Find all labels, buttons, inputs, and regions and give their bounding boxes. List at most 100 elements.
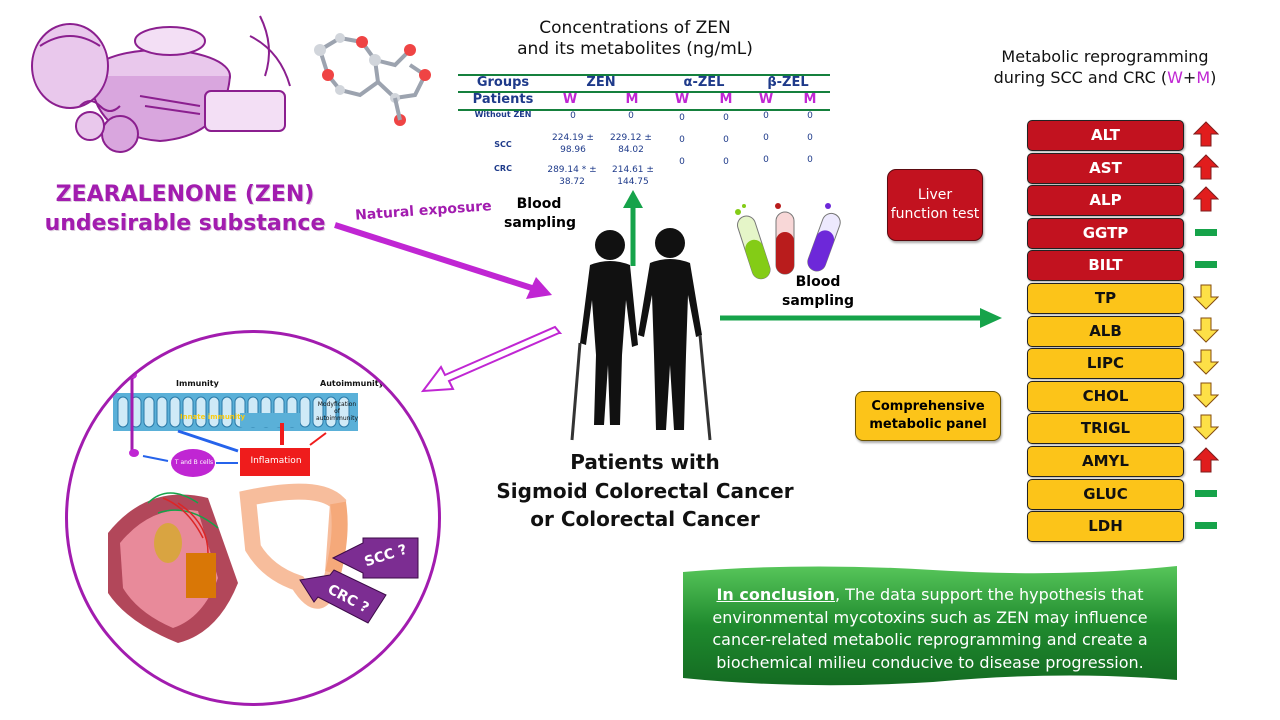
zen-title-line2: undesirable substance [44, 211, 326, 236]
parameter-lipc: LIPC [1027, 348, 1184, 380]
hollow-arrow-icon [420, 325, 563, 393]
immunity-label: Immunity [176, 379, 219, 388]
cell-azel-m: 0 [723, 113, 729, 123]
metabolic-title-prefix: during SCC and CRC ( [993, 68, 1168, 87]
conclusion-banner [683, 566, 1177, 686]
parameter-alt: ALT [1027, 120, 1184, 151]
conclusion-heading: In conclusion [716, 585, 835, 604]
unchanged-dash-icon [1195, 261, 1217, 269]
conclusion-text: In conclusion, The data support the hypo… [692, 584, 1168, 674]
innate-immunity-label: Innate immunity [180, 413, 246, 421]
header-groups: Groups [476, 75, 530, 90]
header-zen-m: M [625, 92, 639, 107]
cell-bzel-m: 0 [807, 111, 813, 121]
parameter-tp: TP [1027, 283, 1184, 314]
down-arrow-icon [1193, 284, 1219, 310]
parameter-alb: ALB [1027, 315, 1184, 347]
table-subheader-row: Patients W M W M W M [458, 92, 836, 110]
modification-autoimmunity-label: Modyfication of autoimmunity [315, 401, 359, 422]
down-arrow-icon [1193, 317, 1219, 343]
liver-function-test-box: Liver function test [887, 169, 983, 241]
concentrations-title-line1: Concentrations of ZEN [539, 18, 731, 38]
cell-bzel-m: 0 [807, 155, 813, 165]
parameter-bilt: BILT [1027, 250, 1184, 282]
down-arrow-icon [1193, 382, 1219, 408]
down-arrow-icon [1193, 349, 1219, 375]
inflammation-label: Inflamation [250, 456, 302, 466]
zen-title-line1: ZEARALENONE (ZEN) [55, 182, 315, 207]
cell-zen-m: 214.61 ± 144.75 [612, 165, 654, 187]
cell-azel-m: 0 [723, 157, 729, 167]
patients-line3: or Colorectal Cancer [530, 507, 760, 531]
cell-zen-w: 289.14 * ± 38.72 [547, 165, 597, 187]
header-zen-w: W [562, 92, 578, 107]
blood-sampling-label-1: Blood sampling [504, 196, 576, 231]
metabolic-title-suffix: ) [1210, 68, 1217, 87]
metabolic-title-line2: during SCC and CRC (W+M) [965, 67, 1245, 88]
metabolic-title-plus: + [1182, 68, 1197, 87]
row-group: CRC [494, 164, 512, 173]
parameter-ggtp: GGTP [1027, 217, 1184, 249]
comprehensive-metabolic-panel-box: Comprehensive metabolic panel [855, 391, 1001, 441]
table-row: CRC 289.14 * ± 38.72 214.61 ± 144.75 0 0… [458, 155, 836, 192]
concentrations-title-line2: and its metabolites (ng/mL) [517, 39, 753, 59]
concentrations-table: Groups ZEN α-ZEL β-ZEL Patients W M W M … [458, 74, 836, 187]
header-azel-w: W [674, 92, 690, 107]
up-arrow-icon [1193, 153, 1219, 180]
parameter-alp: ALP [1027, 185, 1184, 217]
header-azel: α-ZEL [683, 75, 725, 90]
header-bzel-w: W [758, 92, 774, 107]
patients-line2: Sigmoid Colorectal Cancer [496, 478, 794, 503]
up-arrow-icon [1193, 447, 1219, 473]
unchanged-dash-icon [1195, 522, 1217, 530]
metabolic-title: Metabolic reprogramming during SCC and C… [965, 46, 1245, 88]
cell-zen-w: 224.19 ± 98.96 [552, 133, 594, 155]
up-arrow-icon [1193, 121, 1219, 147]
metabolic-title-w: W [1167, 68, 1183, 87]
cell-zen-m: 0 [628, 111, 634, 121]
up-arrow-icon [623, 190, 643, 266]
header-patients: Patients [472, 92, 534, 107]
cell-azel-w: 0 [679, 135, 685, 145]
header-zen: ZEN [586, 75, 616, 90]
metabolic-title-line1: Metabolic reprogramming [1001, 47, 1209, 66]
patients-label: Patients with Sigmoid Colorectal Cancer … [480, 448, 810, 534]
header-bzel: β-ZEL [767, 75, 809, 90]
concentrations-title: Concentrations of ZEN and its metabolite… [470, 18, 800, 60]
cell-azel-m: 0 [723, 135, 729, 145]
patients-line1: Patients with [570, 450, 720, 474]
row-group: SCC [494, 140, 512, 149]
header-bzel-m: M [803, 92, 817, 107]
cell-bzel-w: 0 [763, 155, 769, 165]
blood-sampling-label-2: Blood sampling [782, 274, 854, 309]
table-header-row: Groups ZEN α-ZEL β-ZEL [458, 75, 836, 93]
down-arrow-icon [1193, 414, 1219, 441]
test-tubes-icon [735, 203, 841, 280]
parameter-amyl: AMYL [1027, 446, 1184, 477]
parameter-ldh: LDH [1027, 511, 1184, 543]
autoimmunity-label: Autoimmunity [320, 379, 384, 388]
conclusion-body: , The data support the hypothesis that e… [712, 585, 1148, 672]
colon-illustration-icon [108, 359, 419, 643]
cell-bzel-w: 0 [763, 111, 769, 121]
unchanged-dash-icon [1195, 489, 1217, 497]
patients-silhouette-icon [570, 228, 712, 441]
parameter-ast: AST [1027, 152, 1184, 184]
header-azel-m: M [719, 92, 733, 107]
cell-zen-w: 0 [570, 111, 576, 121]
natural-exposure-arrow-icon [334, 222, 552, 299]
parameter-trigl: TRIGL [1027, 413, 1184, 445]
tb-cells-label: T and B cells [174, 459, 214, 466]
up-arrow-icon [1193, 186, 1219, 212]
immunity-colon-illustration: Immunity Autoimmunity Innate immunity Mo… [65, 330, 441, 706]
zen-title: ZEARALENONE (ZEN) undesirable substance [20, 180, 350, 238]
parameter-gluc: GLUC [1027, 478, 1184, 510]
cell-zen-m: 229.12 ± 84.02 [610, 133, 652, 155]
metabolic-title-m: M [1196, 68, 1211, 87]
cell-azel-w: 0 [679, 157, 685, 167]
parameter-chol: CHOL [1027, 380, 1184, 412]
table-row: Without ZEN 0 0 0 0 0 0 [458, 110, 836, 128]
cell-bzel-w: 0 [763, 133, 769, 143]
right-arrow-icon [720, 308, 1002, 328]
zen-molecule-icon [314, 33, 431, 126]
